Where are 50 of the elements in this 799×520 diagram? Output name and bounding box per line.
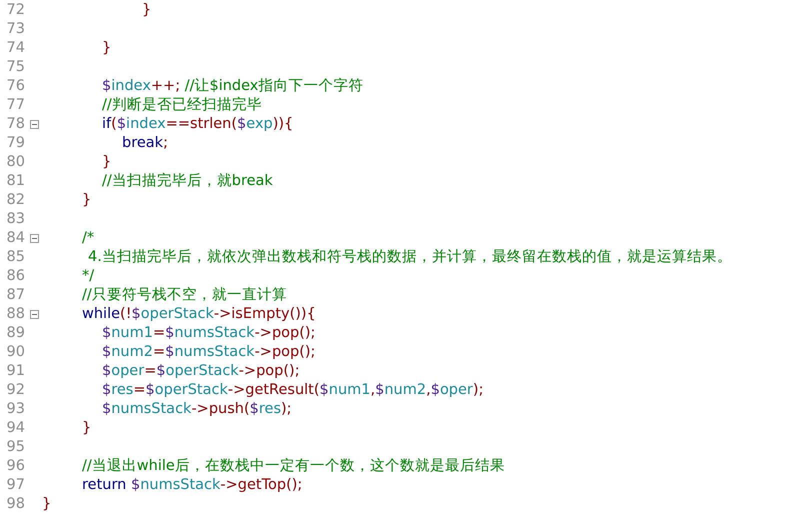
code-line: $num2=$numsStack->pop(); [102,343,316,362]
line-number: 86 [6,267,25,286]
code-line: } [42,495,52,514]
line-number: 79 [6,134,25,153]
code-line: break; [122,134,168,153]
code-line: */ [82,267,94,286]
code-line: if($index==strlen($exp)){ [102,115,294,134]
code-line: //只要符号栈不空，就一直计算 [82,286,287,305]
code-line: $num1=$numsStack->pop(); [102,324,316,343]
line-number: 98 [6,495,25,514]
line-number: 96 [6,457,25,476]
line-number: 92 [6,381,25,400]
line-number: 94 [6,419,25,438]
line-number: 85 [6,248,25,267]
code-line: $index++; //让$index指向下一个字符 [102,77,364,96]
line-number: 80 [6,153,25,172]
code-line: $oper=$operStack->pop(); [102,362,300,381]
line-number: 87 [6,286,25,305]
line-number: 81 [6,172,25,191]
line-number: 74 [6,39,25,58]
line-number: 90 [6,343,25,362]
code-line: //当扫描完毕后，就break [102,172,273,191]
line-number: 93 [6,400,25,419]
code-line: } [102,153,112,172]
line-number: 84 [6,229,25,248]
line-number: 91 [6,362,25,381]
line-number: 88 [6,305,25,324]
code-line: } [82,191,92,210]
code-line: /* [82,229,94,248]
line-number: 83 [6,210,25,229]
line-number: 97 [6,476,25,495]
code-line: return $numsStack->getTop(); [82,476,302,495]
line-number: 82 [6,191,25,210]
code-line: //判断是否已经扫描完毕 [102,96,262,115]
code-line: } [102,39,112,58]
line-number: 75 [6,58,25,77]
line-number: 78 [6,115,25,134]
line-number: 95 [6,438,25,457]
line-number: 89 [6,324,25,343]
code-line: $numsStack->push($res); [102,400,292,419]
code-line: while(!$operStack->isEmpty()){ [82,305,316,324]
line-number: 72 [6,1,25,20]
line-number: 76 [6,77,25,96]
code-line: $res=$operStack->getResult($num1,$num2,$oper); [102,381,484,400]
code-line: //当退出while后，在数栈中一定有一个数，这个数就是最后结果 [82,457,505,476]
code-line: } [82,419,92,438]
line-number: 77 [6,96,25,115]
code-line: 4.当扫描完毕后，就依次弹出数栈和符号栈的数据，并计算，最终留在数栈的值，就是运算结果。 [88,248,732,267]
code-line: } [142,1,152,20]
line-number: 73 [6,20,25,39]
